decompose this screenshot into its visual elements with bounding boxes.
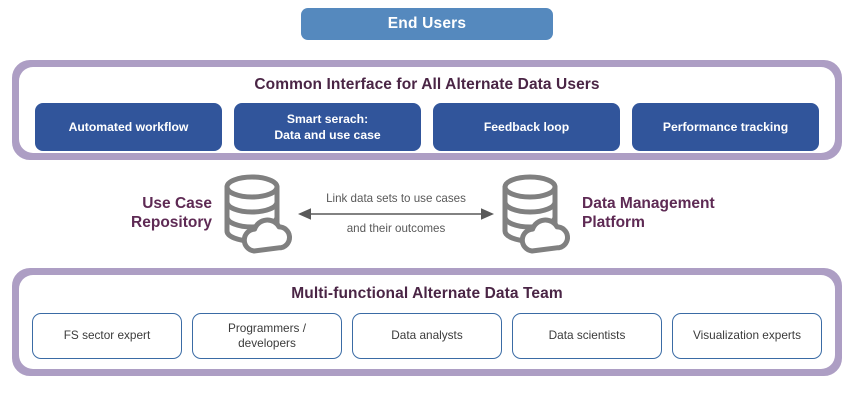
alternate-data-team-panel-inner: Multi-functional Alternate Data Team FS …: [19, 275, 835, 369]
interface-button-row: Automated workflow Smart serach:Data and…: [35, 103, 819, 151]
team-card-programmers[interactable]: Programmers /developers: [192, 313, 342, 359]
team-card-row: FS sector expert Programmers /developers…: [32, 313, 822, 359]
button-feedback-loop[interactable]: Feedback loop: [433, 103, 620, 151]
alternate-data-team-title: Multi-functional Alternate Data Team: [291, 285, 563, 302]
double-headed-arrow-icon: [298, 208, 494, 220]
link-arrow-label-line2: and their outcomes: [346, 222, 446, 235]
database-cloud-icon: [224, 174, 292, 254]
common-interface-panel: Common Interface for All Alternate Data …: [12, 60, 842, 160]
link-arrow-block: Link data sets to use cases and their ou…: [298, 192, 494, 237]
alternate-data-team-panel: Multi-functional Alternate Data Team FS …: [12, 268, 842, 376]
team-card-data-analysts[interactable]: Data analysts: [352, 313, 502, 359]
team-card-data-scientists[interactable]: Data scientists: [512, 313, 662, 359]
link-arrow-label-line1: Link data sets to use cases: [326, 191, 466, 205]
common-interface-title: Common Interface for All Alternate Data …: [254, 76, 600, 93]
database-cloud-icon: [502, 174, 570, 254]
team-card-visualization-experts[interactable]: Visualization experts: [672, 313, 822, 359]
end-users-row: End Users: [0, 8, 854, 40]
button-smart-search[interactable]: Smart serach:Data and use case: [234, 103, 421, 151]
end-users-pill[interactable]: End Users: [301, 8, 553, 40]
team-card-fs-sector-expert[interactable]: FS sector expert: [32, 313, 182, 359]
button-performance-tracking[interactable]: Performance tracking: [632, 103, 819, 151]
common-interface-panel-inner: Common Interface for All Alternate Data …: [19, 67, 835, 153]
button-automated-workflow[interactable]: Automated workflow: [35, 103, 222, 151]
